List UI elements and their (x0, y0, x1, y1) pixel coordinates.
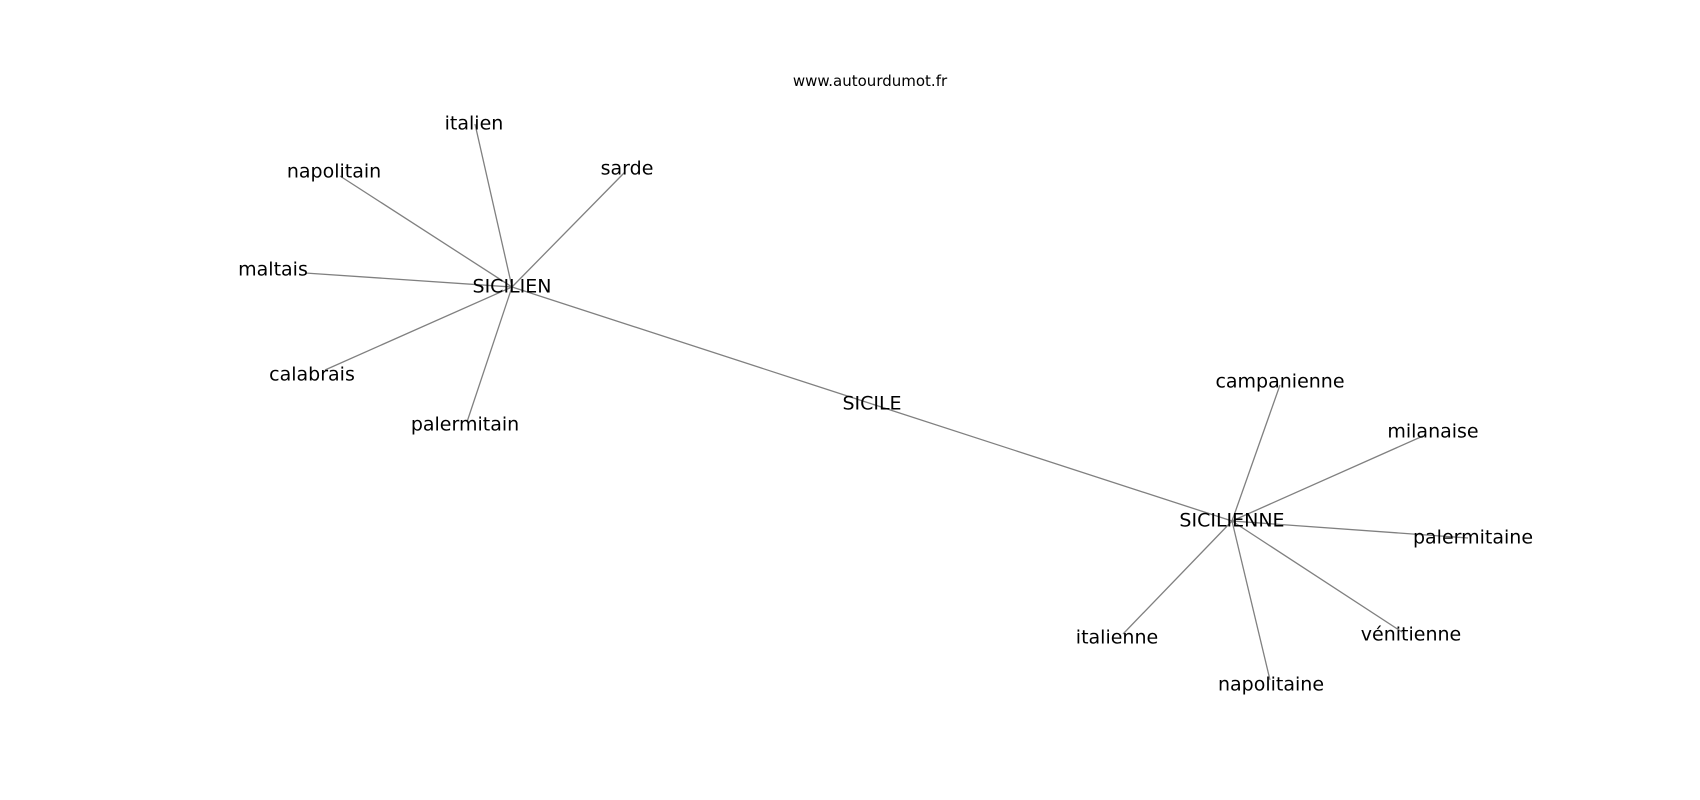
node-sarde[interactable]: sarde (601, 158, 654, 180)
edge-sicilienne-milanaise (1231, 435, 1424, 522)
node-palermitain[interactable]: palermitain (411, 414, 519, 436)
edge-sicilien-italien (474, 123, 513, 288)
edge-sicilien-palermitain (466, 286, 513, 423)
graph-nodes: SICILE SICILIEN SICILIENNE italien napolitai… (238, 113, 1533, 696)
edge-sicilien-napolitain (339, 175, 513, 288)
node-campanienne[interactable]: campanienne (1215, 371, 1344, 393)
site-url-label: www.autourdumot.fr (792, 72, 948, 90)
node-napolitaine[interactable]: napolitaine (1218, 674, 1324, 696)
edge-sicilienne-palermitaine (1231, 520, 1469, 539)
node-napolitain[interactable]: napolitain (287, 161, 381, 183)
node-vénitienne[interactable]: vénitienne (1361, 624, 1461, 646)
node-palermitaine[interactable]: palermitaine (1413, 527, 1533, 549)
edge-sicile-sicilien (511, 286, 873, 405)
node-italien[interactable]: italien (445, 113, 504, 135)
node-maltais[interactable]: maltais (238, 259, 308, 281)
node-sicile[interactable]: SICILE (842, 393, 901, 415)
graph-edges (304, 123, 1469, 681)
edge-sicilienne-campanienne (1231, 384, 1281, 522)
node-calabrais[interactable]: calabrais (269, 364, 355, 386)
edge-sicilienne-vénitienne (1231, 520, 1403, 633)
edge-sicilien-sarde (511, 171, 626, 288)
edge-sicilienne-italienne (1122, 520, 1233, 635)
edge-sicile-sicilienne (871, 403, 1233, 522)
node-sicilien[interactable]: SICILIEN (473, 276, 552, 298)
edge-sicilienne-napolitaine (1231, 520, 1271, 681)
edge-sicilien-calabrais (324, 286, 513, 371)
node-sicilienne[interactable]: SICILIENNE (1179, 510, 1284, 532)
edge-sicilien-maltais (304, 272, 513, 288)
node-milanaise[interactable]: milanaise (1387, 421, 1478, 443)
node-italienne[interactable]: italienne (1076, 627, 1158, 649)
